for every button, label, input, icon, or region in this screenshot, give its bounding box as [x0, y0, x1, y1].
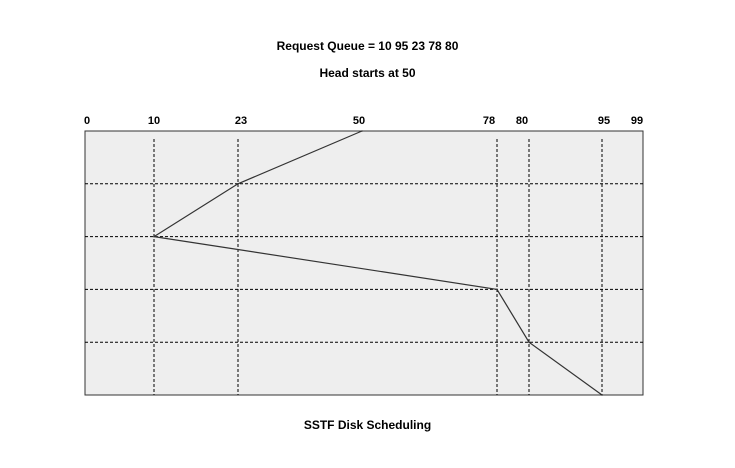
tick-label-95: 95: [598, 115, 610, 127]
head-point-78: [496, 288, 498, 291]
tick-label-80: 80: [516, 115, 528, 127]
chart-caption: SSTF Disk Scheduling: [303, 418, 432, 432]
head-point-10: [153, 235, 155, 238]
head-path-line: [152, 130, 603, 396]
tick-label-10: 10: [148, 115, 160, 127]
head-point-23: [237, 183, 239, 185]
tick-label-99: 99: [631, 115, 643, 127]
plot-area: [84, 130, 644, 396]
tick-label-50: 50: [353, 115, 365, 127]
chart-subtitle: Head starts at 50: [319, 66, 416, 80]
head-point-95: [601, 394, 603, 396]
head-point-80: [528, 341, 530, 344]
head-point-50: [361, 130, 363, 132]
chart-title: Request Queue = 10 95 23 78 80: [276, 39, 459, 53]
tick-label-0: 0: [84, 115, 90, 127]
tick-label-23: 23: [235, 115, 247, 127]
tick-label-78: 78: [483, 115, 495, 127]
